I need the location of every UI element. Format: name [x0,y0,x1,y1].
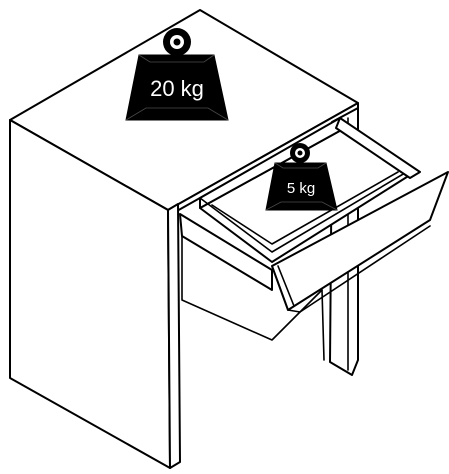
weight-20kg: 20 kg [125,28,229,121]
cabinet-left-panel-edge [167,203,181,469]
weight-5kg-label: 5 kg [287,180,315,197]
weight-5kg: 5 kg [265,143,338,211]
drawer-left-side [179,213,273,291]
weight-20kg-label: 20 kg [150,76,204,101]
cabinet [9,9,359,469]
drawer-right-rim [335,117,421,179]
